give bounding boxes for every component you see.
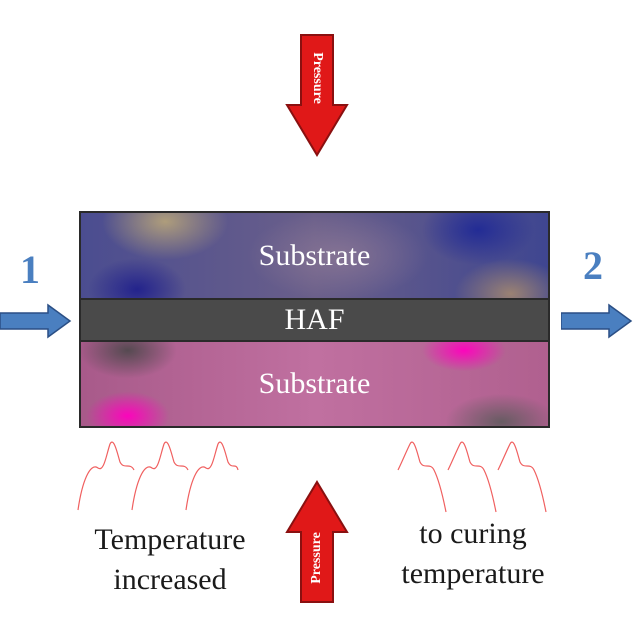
- top-substrate-layer: Substrate: [79, 211, 550, 300]
- label-two: 2: [583, 243, 603, 288]
- bottom-substrate-layer: Substrate: [79, 340, 550, 428]
- pressure-label-bottom: Pressure: [309, 532, 324, 584]
- pressure-arrow-up-icon: [285, 480, 349, 603]
- label-one: 1: [20, 247, 40, 292]
- right-flow-arrow-icon: [561, 303, 633, 339]
- caption-right-line1: to curing: [419, 517, 527, 550]
- left-flow-arrow-icon: [0, 303, 72, 339]
- caption-right: to curing temperature: [378, 514, 568, 594]
- caption-left-line2: increased: [113, 563, 227, 596]
- pressure-arrow-down-icon: [285, 34, 349, 157]
- heat-waves-left-icon: [77, 441, 239, 511]
- caption-right-line2: temperature: [401, 557, 545, 590]
- haf-layer: HAF: [79, 298, 550, 342]
- haf-label: HAF: [284, 303, 345, 336]
- caption-left: Temperature increased: [70, 520, 270, 600]
- bottom-substrate-label: Substrate: [258, 367, 371, 400]
- heat-waves-right-icon: [397, 441, 547, 513]
- pressure-label-top: Pressure: [310, 52, 325, 104]
- caption-left-line1: Temperature: [94, 523, 246, 556]
- top-substrate-label: Substrate: [258, 238, 371, 272]
